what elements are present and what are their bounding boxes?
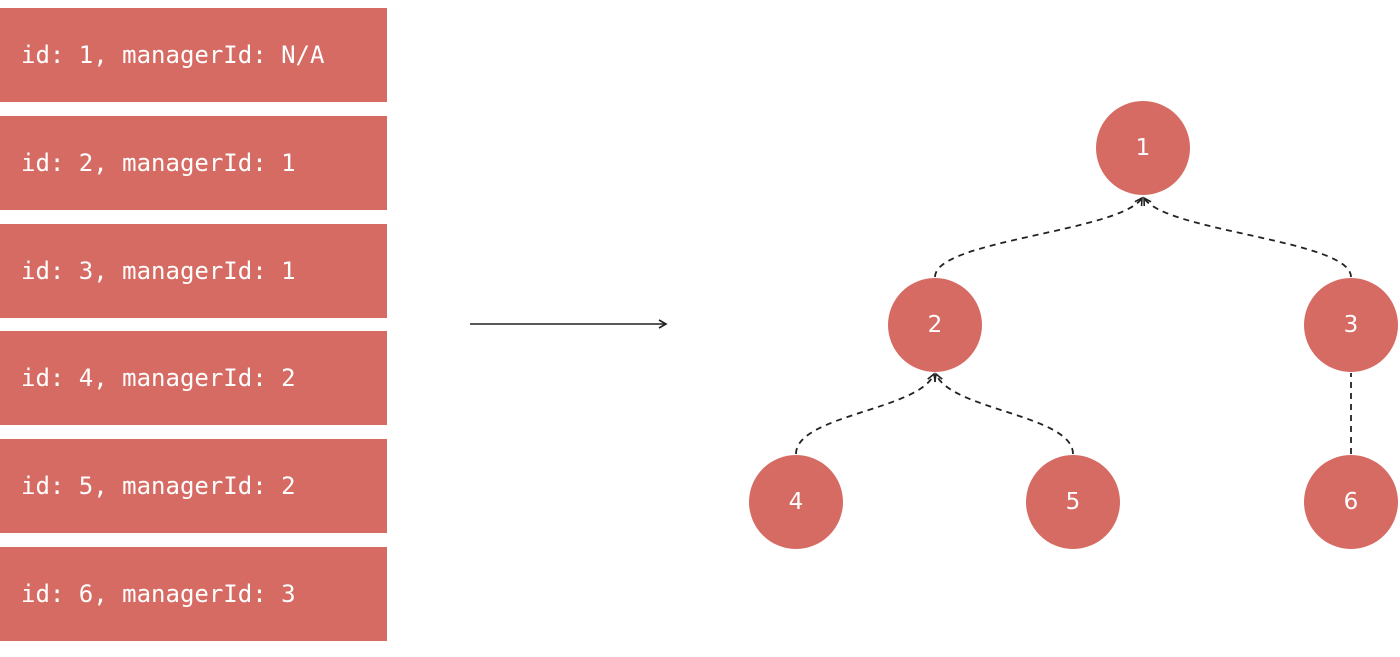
tree-node-5: 5 bbox=[1026, 455, 1120, 549]
node-label: 3 bbox=[1344, 312, 1359, 338]
node-label: 1 bbox=[1136, 135, 1151, 161]
edge-4-to-2 bbox=[795, 372, 936, 455]
edge-3-to-1 bbox=[1143, 196, 1352, 278]
edge-2-to-1 bbox=[934, 196, 1143, 278]
node-label: 4 bbox=[789, 489, 804, 515]
record-row-1: id: 1, managerId: N/A bbox=[0, 8, 387, 102]
record-row-5: id: 5, managerId: 2 bbox=[0, 439, 387, 533]
record-row-2: id: 2, managerId: 1 bbox=[0, 116, 387, 210]
node-label: 6 bbox=[1344, 489, 1359, 515]
edge-5-to-2 bbox=[934, 372, 1074, 455]
tree-node-3: 3 bbox=[1304, 278, 1398, 372]
tree-node-1: 1 bbox=[1096, 101, 1190, 195]
record-row-3: id: 3, managerId: 1 bbox=[0, 224, 387, 318]
node-label: 5 bbox=[1066, 489, 1081, 515]
record-row-6: id: 6, managerId: 3 bbox=[0, 547, 387, 641]
tree-node-6: 6 bbox=[1304, 455, 1398, 549]
tree-node-4: 4 bbox=[749, 455, 843, 549]
tree-node-2: 2 bbox=[888, 278, 982, 372]
record-row-4: id: 4, managerId: 2 bbox=[0, 331, 387, 425]
node-label: 2 bbox=[928, 312, 943, 338]
